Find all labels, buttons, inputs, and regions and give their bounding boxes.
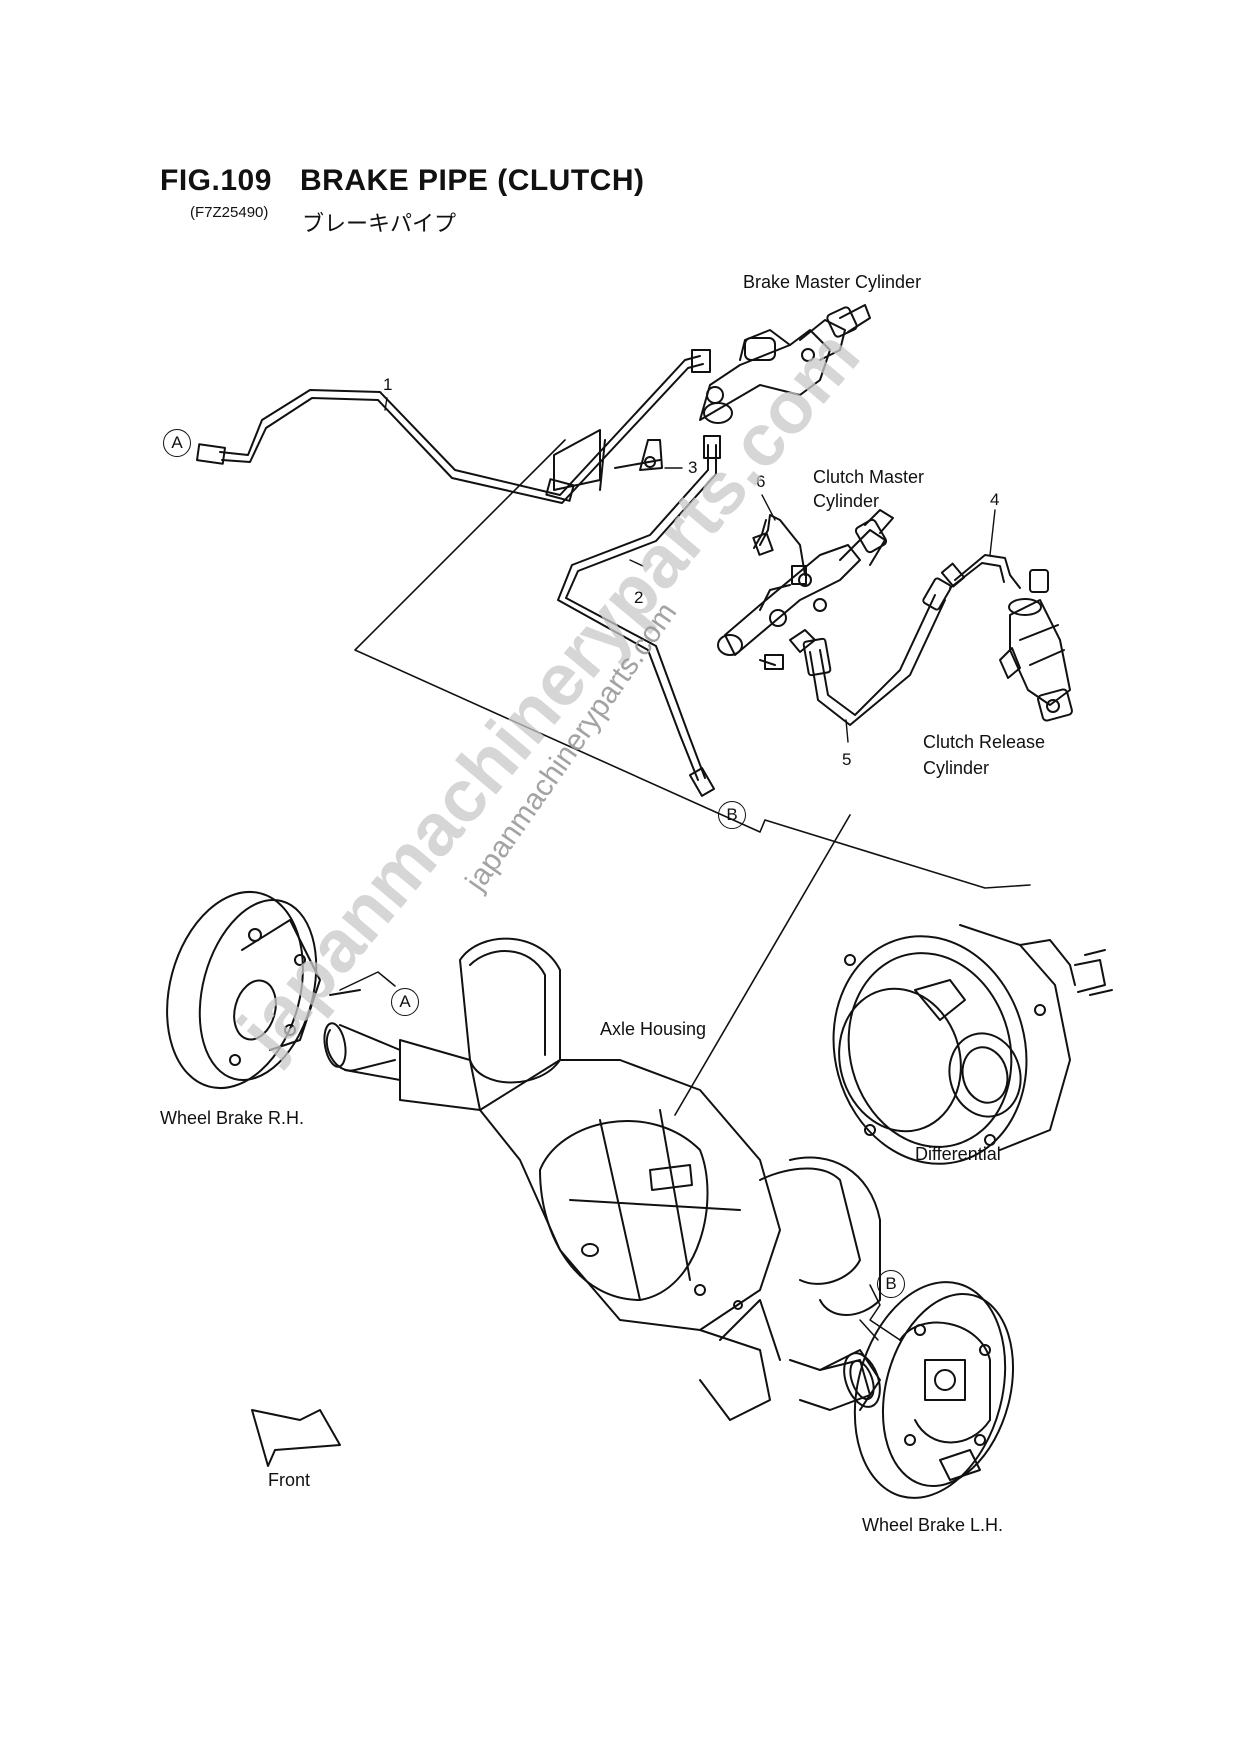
figure-code: (F7Z25490) xyxy=(190,204,269,221)
connector-a-label: A xyxy=(171,433,183,452)
label-clutch-master-cylinder-line1: Clutch Master xyxy=(813,467,925,487)
label-wheel-brake-rh: Wheel Brake R.H. xyxy=(160,1108,305,1128)
label-front: Front xyxy=(268,1470,311,1490)
label-clutch-master-cylinder-line2: Cylinder xyxy=(813,491,880,511)
part-number-5: 5 xyxy=(842,750,852,769)
connector-b-label: B xyxy=(885,1274,897,1293)
label-axle-housing: Axle Housing xyxy=(600,1019,707,1039)
clutch-pipe-4 xyxy=(940,554,1021,589)
figure-title-japanese: ブレーキパイプ xyxy=(302,212,457,237)
brake-master-cylinder xyxy=(699,304,871,424)
clutch-hose-5 xyxy=(802,577,952,726)
figure-number: FIG.109 xyxy=(160,164,272,197)
part-leader-lines xyxy=(384,397,996,743)
brake-pipe-2 xyxy=(557,435,721,797)
part-number-1: 1 xyxy=(383,375,393,394)
front-arrow-icon xyxy=(251,1409,341,1467)
wheel-brake-lh xyxy=(853,1281,1015,1499)
label-clutch-release-cylinder-line2: Cylinder xyxy=(923,758,990,778)
clutch-master-cylinder xyxy=(717,509,894,670)
differential xyxy=(832,924,1113,1165)
connector-leaders xyxy=(339,971,901,1341)
label-differential: Differential xyxy=(915,1144,1001,1164)
part-number-4: 4 xyxy=(990,490,1000,509)
connector-a-icon: A xyxy=(391,988,419,1016)
connector-b-label: B xyxy=(726,805,738,824)
connector-b-icon: B xyxy=(877,1270,905,1298)
label-clutch-release-cylinder-line1: Clutch Release xyxy=(923,732,1046,752)
part-number-3: 3 xyxy=(688,458,698,477)
connector-a-icon: A xyxy=(163,429,191,457)
label-wheel-brake-lh: Wheel Brake L.H. xyxy=(862,1515,1004,1535)
group-outline-lines xyxy=(354,439,1031,1116)
part-number-6: 6 xyxy=(756,472,766,491)
pipe-clip-3 xyxy=(553,429,683,491)
wheel-brake-rh xyxy=(166,890,361,1090)
brake-pipe-1 xyxy=(196,349,711,504)
axle-housing xyxy=(323,937,881,1421)
connector-a-label: A xyxy=(399,992,411,1011)
part-number-2: 2 xyxy=(634,588,644,607)
connector-b-icon: B xyxy=(718,801,746,829)
clutch-release-cylinder xyxy=(999,569,1073,722)
label-brake-master-cylinder: Brake Master Cylinder xyxy=(743,272,922,292)
figure-title: BRAKE PIPE (CLUTCH) xyxy=(300,164,645,197)
clutch-pipe-6 xyxy=(752,514,807,585)
